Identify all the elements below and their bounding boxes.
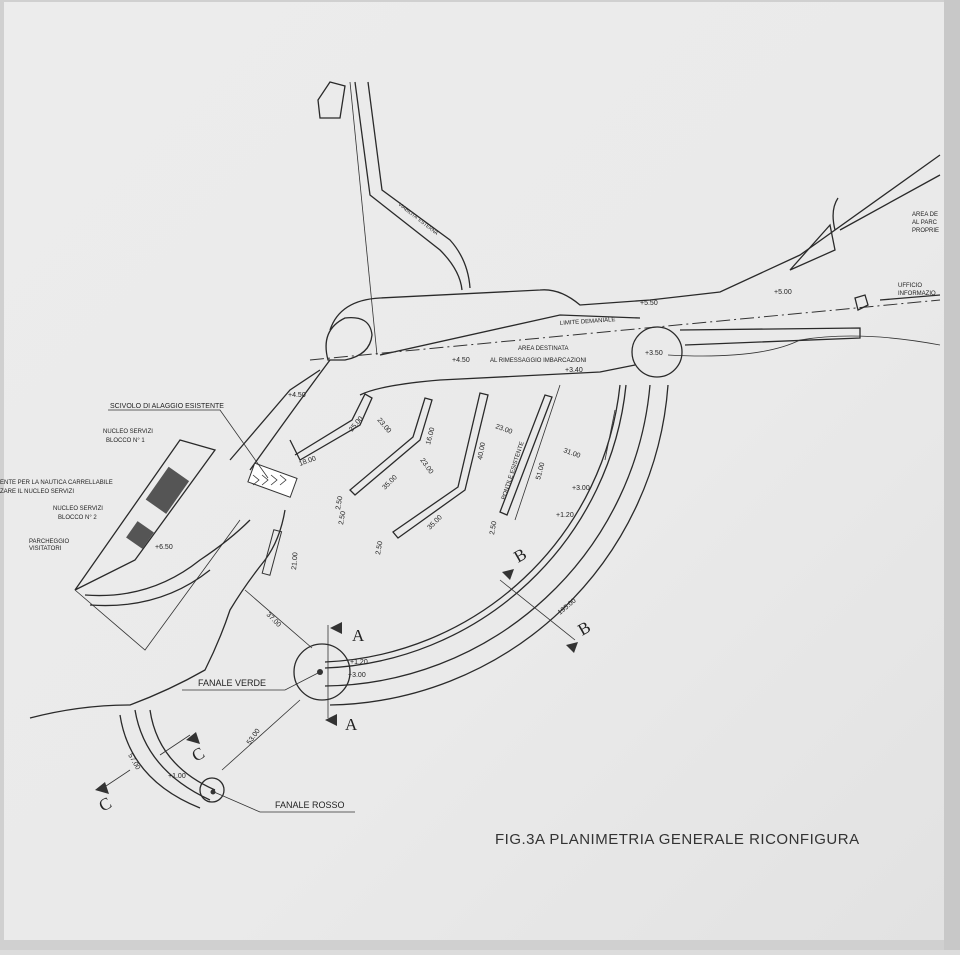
elevation-mark: +4.50 [288,392,306,399]
drawing-sheet [4,2,944,940]
parcheggio-sub: VISITATORI [29,546,62,552]
fanale-verde-label: FANALE VERDE [198,678,266,688]
nucleo2-sub: BLOCCO N° 2 [58,515,97,521]
dimension-label: 2.50 [375,541,384,556]
elevation-mark: +4.50 [452,357,470,364]
area-sub: AL RIMESSAGGIO IMBARCAZIONI [490,358,587,364]
dimension-label: 21.00 [291,552,300,570]
nucleo1-label: NUCLEO SERVIZI [103,429,153,435]
section-a-bottom: A [345,715,358,734]
section-arrow-icon [325,714,337,726]
elevation-mark: +3.00 [348,672,366,679]
scivolo-label: SCIVOLO DI ALAGGIO ESISTENTE [110,403,224,410]
nucleo2-label: NUCLEO SERVIZI [53,506,103,512]
elevation-mark: +3.00 [572,485,590,492]
dimension-label: 2.50 [335,496,344,511]
elevation-mark: +6.50 [155,544,173,551]
dimension-label: 2.50 [338,511,347,526]
elevations: +5.50 +5.00 +3.50 +4.50 +3.40 +4.50 +6.5… [155,289,792,780]
ufficio-sub: INFORMAZIO [898,291,936,297]
left-breakwater [119,709,225,809]
area-right-label-2: AL PARC [912,220,938,226]
section-arrow-icon [95,782,109,794]
elevation-mark: +3.50 [645,350,663,357]
section-a-top: A [352,626,365,645]
dimension-label: 51.00 [535,462,546,481]
dimension-label: 16.00 [425,427,436,446]
main-breakwater [293,384,669,706]
nautica-sub: ZARE IL NUCLEO SERVIZI [0,489,74,495]
section-arrow-icon [186,732,200,744]
shore-road [309,154,941,396]
fanale-rosso-head [199,777,225,803]
roundabout [631,326,683,378]
limite-demaniale-label: LIMITE DEMANIALE [560,317,616,327]
area-label: AREA DESTINATA [518,346,568,352]
elevation-mark: +1.20 [556,512,574,519]
section-arrow-icon [566,642,578,653]
nucleo1-sub: BLOCCO N° 1 [106,438,145,444]
services-area [29,359,331,719]
ufficio-label: UFFICIO [898,283,922,289]
services-block-2 [126,521,154,549]
services-block-1 [145,466,190,514]
labels: SCIVOLO DI ALAGGIO ESISTENTE NUCLEO SERV… [0,212,939,848]
fanale-verde-head [293,643,351,701]
elevation-mark: +1.20 [350,659,368,666]
area-right-label-3: PROPRIE [912,228,939,234]
elevation-mark: +5.50 [640,300,658,307]
slipway [247,462,298,498]
elevation-mark: +1.00 [168,773,186,780]
elevation-mark: +5.00 [774,289,792,296]
dimension-label: 2.50 [489,521,498,536]
parcheggio-label: PARCHEGGIO [29,539,70,545]
section-arrow-icon [502,569,514,580]
figure-caption: FIG.3A PLANIMETRIA GENERALE RICONFIGURA [495,831,860,848]
area-right-label: AREA DE [912,212,938,218]
section-arrow-icon [330,622,342,634]
nautica-label: ENTE PER LA NAUTICA CARRELLABILE [0,480,113,486]
elevation-mark: +3.40 [565,367,583,374]
fanale-rosso-label: FANALE ROSSO [275,800,345,810]
dimension-label: 40.00 [477,442,487,461]
